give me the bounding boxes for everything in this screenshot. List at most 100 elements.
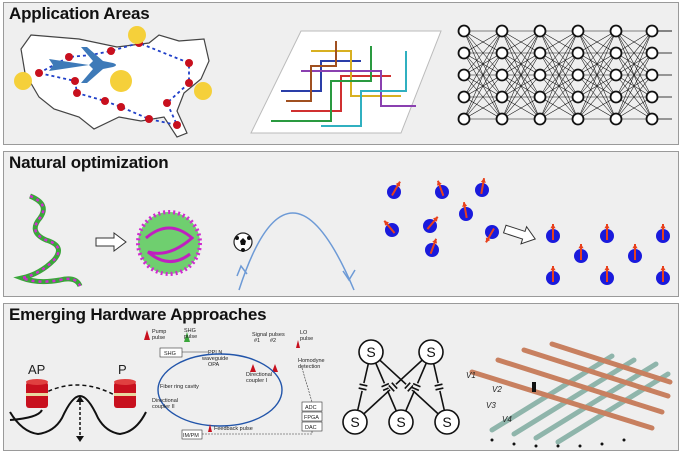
routing-board-graphic <box>250 30 442 134</box>
neuron-node <box>457 90 471 104</box>
natural-optimization-panel: Natural optimization <box>3 151 679 297</box>
folded-protein-graphic <box>136 210 202 276</box>
route <box>38 42 190 127</box>
fpga-label: FPGA <box>304 415 319 421</box>
mtj-p-cylinder <box>114 379 136 408</box>
spin-ball <box>628 244 642 263</box>
p-label: P <box>118 362 127 377</box>
neuron-node <box>571 46 585 60</box>
neuron-node <box>571 24 585 38</box>
arrow-right-icon <box>95 232 127 252</box>
airplane-icon <box>49 47 116 83</box>
neuron-node <box>609 24 623 38</box>
aligned-spins-graphic <box>546 224 670 285</box>
neuron-node <box>645 24 659 38</box>
spin-ball <box>425 238 439 257</box>
memristor-crossbar: V1 V2 V3 V4 <box>466 341 673 448</box>
spin-node-label: S <box>396 414 405 430</box>
spin-ball <box>656 224 670 243</box>
neuron-node <box>645 46 659 60</box>
neuron-node <box>457 46 471 60</box>
spin-node: S <box>434 409 460 435</box>
spin-ball <box>600 266 614 285</box>
v2-label: V2 <box>492 385 502 394</box>
spin-ball <box>387 181 401 199</box>
panel-title: Application Areas <box>9 4 150 23</box>
coupled-spin-network: S S S S S <box>342 339 460 435</box>
impm-label: IM/PM <box>183 433 199 439</box>
spin-node-label: S <box>426 344 435 360</box>
neuron-node <box>571 68 585 82</box>
neuron-node <box>645 68 659 82</box>
dac-label: DAC <box>305 425 317 431</box>
neural-network-graphic <box>457 24 672 126</box>
neuron-node <box>533 90 547 104</box>
neuron-node <box>457 112 471 126</box>
arrow-right-icon <box>502 224 537 245</box>
spin-ball <box>459 202 473 221</box>
shg-box-label: SHG <box>164 351 176 357</box>
neuron-node <box>609 68 623 82</box>
adc-label: ADC <box>305 405 317 411</box>
spin-node-label: S <box>442 414 451 430</box>
soccer-ball-icon <box>233 232 253 252</box>
v3-label: V3 <box>486 401 496 410</box>
spin-ball <box>435 180 449 199</box>
spin-ball <box>423 216 439 233</box>
ball-trajectory-graphic <box>233 212 356 291</box>
v4-label: V4 <box>502 415 512 424</box>
neuron-node <box>495 90 509 104</box>
ap-label: AP <box>28 362 45 377</box>
neuron-node <box>495 24 509 38</box>
mtj-double-well-graphic: AP P <box>9 362 147 442</box>
neuron-node <box>609 46 623 60</box>
mtj-ap-cylinder <box>26 379 48 408</box>
neuron-node <box>457 68 471 82</box>
neuron-node <box>609 112 623 126</box>
spin-node: S <box>358 339 384 365</box>
protein-chain-graphic <box>13 193 83 288</box>
v1-label: V1 <box>466 371 476 380</box>
neuron-node <box>533 112 547 126</box>
neuron-node <box>533 68 547 82</box>
spin-ball <box>574 244 588 263</box>
neuron-node <box>571 90 585 104</box>
spin-ball <box>656 266 670 285</box>
neuron-node <box>645 90 659 104</box>
spin-ball <box>546 266 560 285</box>
spin-ball <box>485 225 499 243</box>
spin-node: S <box>388 409 414 435</box>
neuron-node <box>495 46 509 60</box>
neuron-node <box>609 90 623 104</box>
spin-node: S <box>342 409 368 435</box>
sun-icons <box>14 26 212 100</box>
city-markers <box>35 39 193 129</box>
neuron-node <box>645 112 659 126</box>
neuron-node <box>533 46 547 60</box>
neuron-node <box>495 112 509 126</box>
spin-ball <box>546 224 560 243</box>
signal-pulses-label: Signal pulses#1#2 <box>252 332 285 344</box>
random-spins-graphic <box>383 178 499 257</box>
spin-node-label: S <box>366 344 375 360</box>
feedback-label: Feedback pulse <box>214 426 253 432</box>
spin-ball <box>600 224 614 243</box>
us-tsp-map <box>14 26 212 138</box>
spin-node-label: S <box>350 414 359 430</box>
spin-ball <box>475 178 489 197</box>
panel-title: Natural optimization <box>9 153 169 172</box>
neuron-node <box>457 24 471 38</box>
spin-ball <box>383 220 399 237</box>
panel-title: Emerging Hardware Approaches <box>9 305 267 324</box>
neuron-node <box>533 24 547 38</box>
neuron-node <box>495 68 509 82</box>
spin-node: S <box>418 339 444 365</box>
